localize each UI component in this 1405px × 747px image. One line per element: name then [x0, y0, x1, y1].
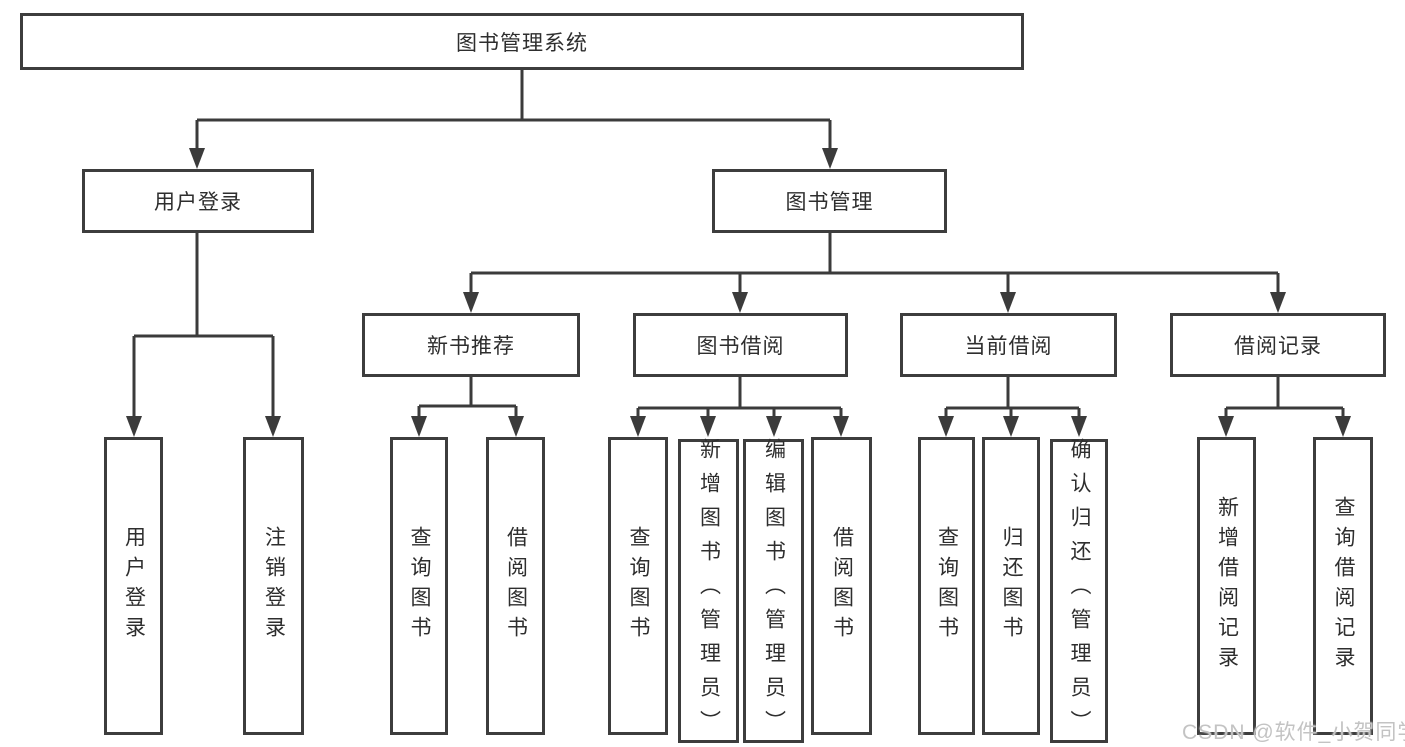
leaf-borrow-book-2-label: 借阅图书: [830, 526, 854, 646]
leaf-confirm-return-admin: 确认归还（管理员）: [1050, 438, 1108, 744]
leaf-user-login-label: 用户登录: [122, 526, 146, 646]
node-borrow-records: 借阅记录: [1170, 313, 1386, 377]
node-book-borrow-label: 图书借阅: [696, 335, 785, 358]
node-new-book-recommend-label: 新书推荐: [427, 335, 515, 358]
node-book-borrow: 图书借阅: [633, 313, 848, 377]
leaf-edit-book-admin: 编辑图书（管理员）: [743, 438, 804, 744]
leaf-borrow-book-newrec: 借阅图书: [486, 437, 545, 735]
node-new-book-recommend: 新书推荐: [362, 313, 580, 377]
leaf-confirm-return-admin-label: 确认归还（管理员）: [1068, 438, 1091, 744]
leaf-logout-label: 注销登录: [262, 526, 286, 646]
leaf-query-book-current: 查询图书: [918, 437, 975, 735]
leaf-add-borrow-record-label: 新增借阅记录: [1215, 496, 1239, 676]
leaf-query-book-borrow-label: 查询图书: [627, 526, 650, 646]
node-book-management: 图书管理: [712, 169, 947, 233]
node-current-borrow: 当前借阅: [900, 313, 1117, 377]
leaf-user-login: 用户登录: [104, 437, 163, 735]
leaf-query-book-newrec: 查询图书: [390, 437, 448, 735]
leaf-return-book: 归还图书: [982, 437, 1040, 735]
leaf-return-book-label: 归还图书: [1000, 526, 1023, 646]
leaf-query-borrow-record-label: 查询借阅记录: [1332, 496, 1355, 676]
leaf-query-book-current-label: 查询图书: [935, 526, 959, 646]
node-user-login-label: 用户登录: [154, 191, 242, 214]
node-root-label: 图书管理系统: [456, 31, 588, 55]
node-borrow-records-label: 借阅记录: [1234, 335, 1322, 358]
leaf-logout: 注销登录: [243, 437, 304, 735]
leaf-query-book-newrec-label: 查询图书: [408, 526, 431, 646]
node-book-management-label: 图书管理: [785, 191, 874, 214]
watermark: CSDN @软件_小贺同学: [1182, 721, 1405, 744]
leaf-add-book-admin: 新增图书（管理员）: [678, 438, 739, 744]
leaf-edit-book-admin-label: 编辑图书（管理员）: [762, 438, 786, 744]
leaf-add-book-admin-label: 新增图书（管理员）: [697, 438, 721, 744]
leaf-borrow-book-2: 借阅图书: [811, 437, 872, 735]
leaf-query-borrow-record: 查询借阅记录: [1313, 437, 1373, 735]
node-current-borrow-label: 当前借阅: [964, 335, 1053, 358]
node-user-login: 用户登录: [82, 169, 314, 233]
leaf-add-borrow-record: 新增借阅记录: [1197, 437, 1256, 735]
leaf-borrow-book-newrec-label: 借阅图书: [504, 526, 528, 646]
leaf-query-book-borrow: 查询图书: [608, 437, 668, 735]
node-root: 图书管理系统: [20, 13, 1024, 70]
